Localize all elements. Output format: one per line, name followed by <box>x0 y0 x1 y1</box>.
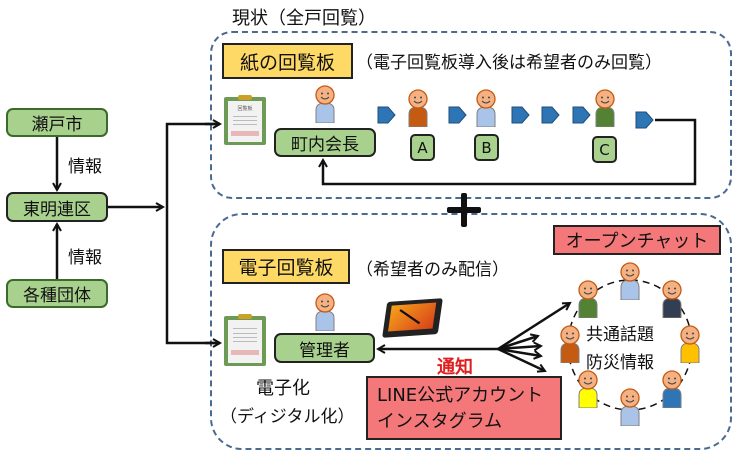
person-openchat-icon <box>660 370 684 408</box>
paper-section-frame <box>210 31 732 199</box>
clipboard-icon: 回覧板 <box>224 95 266 145</box>
person-openchat-icon <box>558 325 582 363</box>
person-openchat-icon <box>618 262 642 300</box>
person-chief-icon <box>313 85 337 123</box>
paper-board-label: 紙の回覧板 <box>222 43 353 79</box>
resident-b-box: B <box>474 134 499 161</box>
notify-label: 通知 <box>437 357 473 378</box>
person-a-icon <box>406 89 430 127</box>
line-instagram-box: LINE公式アカウント インスタグラム <box>366 376 562 440</box>
resident-a-box: A <box>410 134 435 161</box>
person-openchat-icon <box>618 388 642 426</box>
tablet-icon <box>382 298 443 338</box>
openchat-label: オープンチャット <box>553 225 721 255</box>
info-label-bottom: 情報 <box>68 248 102 268</box>
organizations-box: 各種団体 <box>6 279 108 308</box>
person-openchat-icon <box>660 280 684 318</box>
clipboard-text: 回覧板 <box>237 106 253 112</box>
person-openchat-icon <box>678 325 702 363</box>
person-b-icon <box>474 89 498 127</box>
instagram: インスタグラム <box>377 411 503 432</box>
digital-board-note: （希望者のみ配信） <box>356 260 509 280</box>
paper-board-note: （電子回覧板導入後は希望者のみ回覧） <box>356 53 662 73</box>
administrator-box: 管理者 <box>274 333 375 363</box>
person-c-icon <box>593 89 617 127</box>
person-openchat-icon <box>576 370 600 408</box>
seto-city-box: 瀬戸市 <box>6 108 108 137</box>
person-openchat-icon <box>576 280 600 318</box>
person-admin-icon <box>313 293 337 331</box>
neighborhood-chief-box: 町内会長 <box>274 128 376 157</box>
digital-board-label: 電子回覧板 <box>222 249 350 284</box>
digitize-label-1: 電子化 <box>256 378 310 399</box>
topic-line-1: 共通話題 <box>586 325 654 345</box>
tomei-district-box: 東明連区 <box>6 192 108 222</box>
resident-c-box: C <box>592 136 617 163</box>
plus-sign <box>447 193 481 227</box>
digitize-label-2: （ディジタル化） <box>220 407 355 427</box>
info-label-top: 情報 <box>68 157 102 177</box>
line-official-account: LINE公式アカウント <box>377 385 544 406</box>
clipboard-digital-icon <box>224 314 266 366</box>
page-title: 現状（全戸回覧） <box>232 8 376 29</box>
